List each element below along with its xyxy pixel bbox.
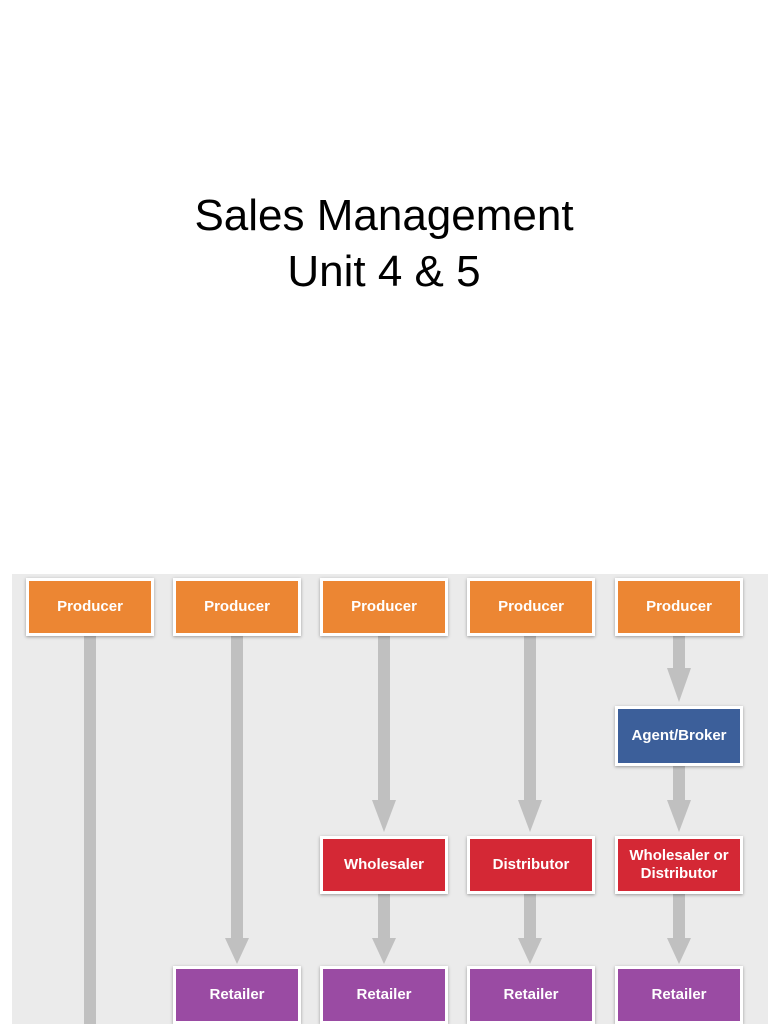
arrow-channel-4-top-head — [518, 800, 542, 832]
producer-box-4: Producer — [467, 578, 595, 636]
producer-box-2: Producer — [173, 578, 301, 636]
retailer-box-3: Retailer — [320, 966, 448, 1024]
arrow-channel-5-a-shaft — [673, 634, 685, 674]
distribution-channels-diagram: Producer Producer Producer Producer Prod… — [12, 574, 768, 1024]
arrow-channel-1-producer-down — [84, 634, 96, 1024]
slide-title: Sales Management Unit 4 & 5 — [0, 188, 768, 300]
arrow-channel-3-top-head — [372, 800, 396, 832]
producer-box-5: Producer — [615, 578, 743, 636]
wholesaler-or-distributor-box: Wholesaler or Distributor — [615, 836, 743, 894]
arrow-channel-3-bottom-shaft — [378, 894, 390, 944]
arrow-channel-5-b-shaft — [673, 764, 685, 806]
arrow-channel-4-top-shaft — [524, 634, 536, 806]
arrow-channel-5-c-head — [667, 938, 691, 964]
arrow-channel-5-c-shaft — [673, 894, 685, 944]
title-line-1: Sales Management — [194, 191, 574, 240]
agent-broker-box: Agent/Broker — [615, 706, 743, 766]
producer-box-1: Producer — [26, 578, 154, 636]
arrow-channel-2-head — [225, 938, 249, 964]
channel-arrows — [84, 634, 691, 1024]
retailer-box-2: Retailer — [173, 966, 301, 1024]
retailer-box-5: Retailer — [615, 966, 743, 1024]
retailer-box-4: Retailer — [467, 966, 595, 1024]
arrow-channel-3-bottom-head — [372, 938, 396, 964]
producer-box-3: Producer — [320, 578, 448, 636]
arrow-channel-5-b-head — [667, 800, 691, 832]
title-line-2: Unit 4 & 5 — [287, 247, 481, 296]
wholesaler-box: Wholesaler — [320, 836, 448, 894]
arrow-channel-3-top-shaft — [378, 634, 390, 806]
distributor-box: Distributor — [467, 836, 595, 894]
arrow-channel-5-a-head — [667, 668, 691, 702]
arrow-channel-2-shaft — [231, 634, 243, 944]
arrow-channel-4-bottom-head — [518, 938, 542, 964]
arrow-channel-4-bottom-shaft — [524, 894, 536, 944]
